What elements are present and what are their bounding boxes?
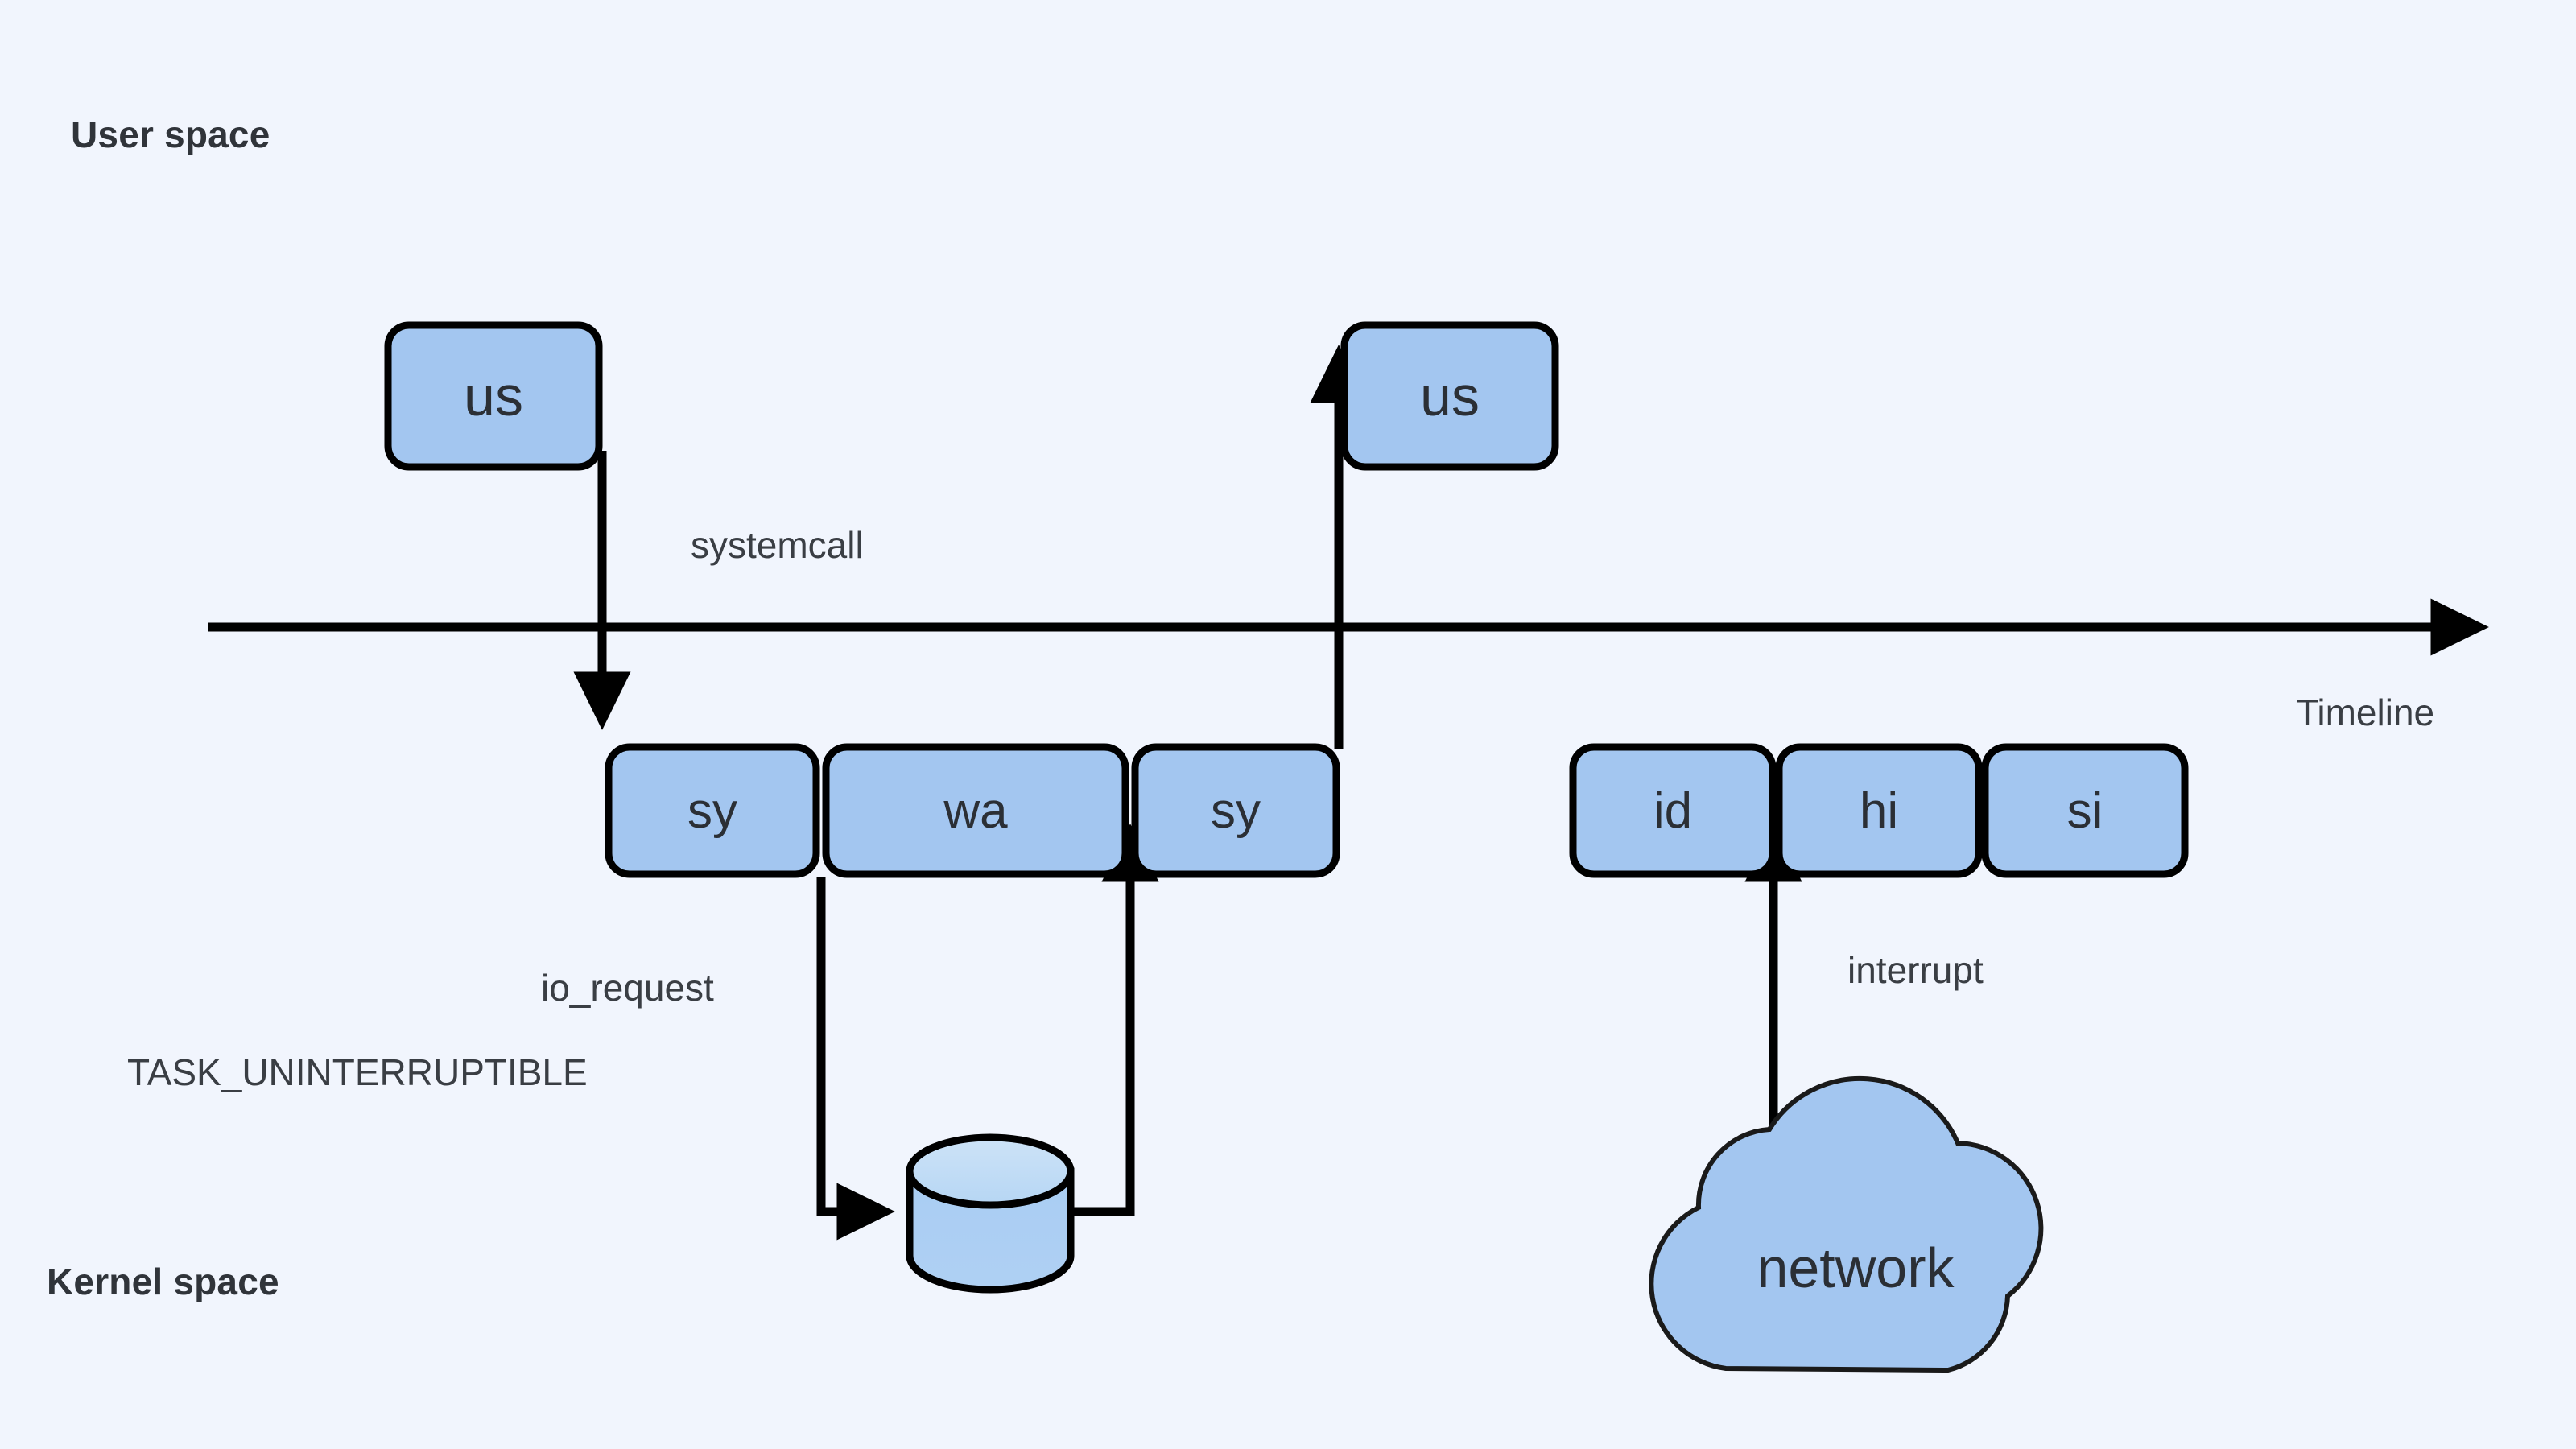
node-us-entry[interactable] bbox=[384, 321, 603, 471]
cylinder-top bbox=[906, 1133, 1075, 1209]
node-hi[interactable] bbox=[1775, 743, 1983, 878]
us-entry-box[interactable] bbox=[384, 321, 603, 471]
io-request-arrow bbox=[816, 877, 895, 1241]
sy-2-box[interactable] bbox=[1131, 743, 1340, 878]
task-uninterruptible-edge-label: TASK_UNINTERRUPTIBLE bbox=[127, 1051, 588, 1093]
node-id[interactable] bbox=[1569, 743, 1777, 878]
edge-io-complete bbox=[1071, 824, 1159, 1216]
sy-1-box[interactable] bbox=[605, 743, 820, 878]
user-space-label: User space bbox=[71, 114, 270, 155]
node-us-return[interactable] bbox=[1340, 321, 1559, 471]
network-cloud-icon[interactable] bbox=[1649, 1075, 2044, 1373]
wa-box[interactable] bbox=[822, 743, 1129, 878]
id-box[interactable] bbox=[1569, 743, 1777, 878]
node-wa[interactable] bbox=[822, 743, 1129, 878]
timeline-axis-label: Timeline bbox=[2296, 691, 2435, 733]
systemcall-edge-label: systemcall bbox=[691, 524, 864, 566]
kernel-space-label: Kernel space bbox=[47, 1261, 279, 1302]
io-request-edge-label: io_request bbox=[541, 967, 714, 1009]
disk-cylinder-icon[interactable] bbox=[906, 1133, 1075, 1294]
hi-box[interactable] bbox=[1775, 743, 1983, 878]
cloud-shape bbox=[1649, 1075, 2044, 1373]
node-si[interactable] bbox=[1981, 743, 2189, 878]
node-sy-1[interactable] bbox=[605, 743, 820, 878]
us-return-box[interactable] bbox=[1340, 321, 1559, 471]
edge-io-request bbox=[816, 877, 895, 1241]
node-sy-2[interactable] bbox=[1131, 743, 1340, 878]
si-box[interactable] bbox=[1981, 743, 2189, 878]
interrupt-edge-label: interrupt bbox=[1847, 949, 1984, 991]
io-complete-arrow bbox=[1071, 824, 1159, 1216]
